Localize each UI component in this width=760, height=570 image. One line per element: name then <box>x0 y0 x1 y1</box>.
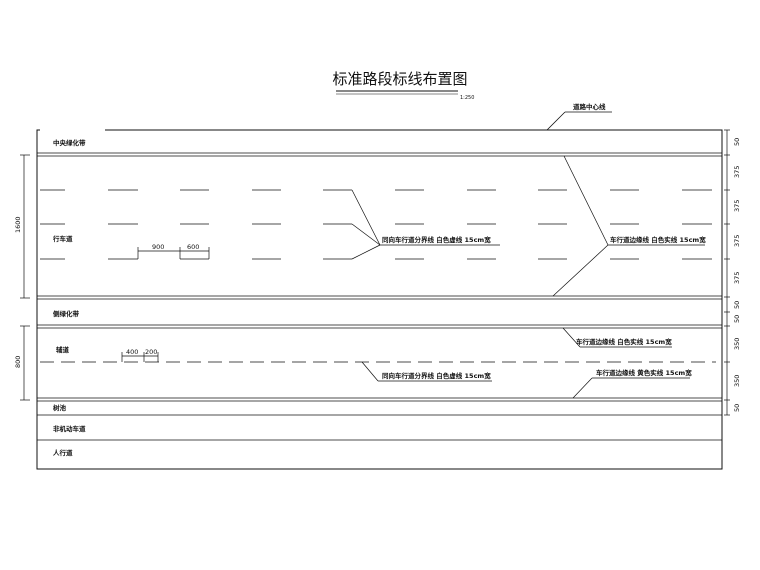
edge-yellow-aux-annotation: 车行道边缘线 黄色实线 15cm宽 <box>596 368 692 377</box>
edge-white-main-annotation: 车行道边缘线 白色实线 15cm宽 <box>610 235 706 244</box>
divider-main-annotation: 同向车行道分界线 白色虚线 15cm宽 <box>382 235 491 244</box>
divider-aux-annotation: 同向车行道分界线 白色虚线 15cm宽 <box>382 371 491 380</box>
drawing-title: 标准路段标线布置图 <box>332 70 467 88</box>
sidewalk-label: 人行道 <box>53 448 73 457</box>
right-dim-4: 375 <box>733 272 741 284</box>
road-section-frame <box>36 129 723 470</box>
divider-main-leaders <box>351 189 500 260</box>
edge-yellow-aux-leaders <box>572 377 690 399</box>
aux-dash-length: 400 <box>126 348 138 356</box>
edge-white-aux-leaders <box>562 327 672 348</box>
divider-aux-leaders <box>361 361 492 382</box>
left-dimension-main-value: 1600 <box>14 216 22 233</box>
main-gap-length: 600 <box>187 243 199 251</box>
edge-white-aux-annotation: 车行道边缘线 白色实线 15cm宽 <box>576 337 672 346</box>
right-dim-3: 375 <box>733 235 741 247</box>
side-green-belt-label: 侧绿化带 <box>53 309 80 318</box>
right-dim-6: 50 <box>733 315 741 323</box>
drawing-scale: 1:250 <box>460 95 474 101</box>
right-dim-1: 375 <box>733 166 741 178</box>
aux-gap-length: 200 <box>145 348 157 356</box>
right-dimension-values: 50 375 375 375 375 50 50 350 350 50 <box>733 138 741 412</box>
left-dimension-aux <box>20 325 30 401</box>
right-dimension-chain <box>724 129 730 416</box>
main-dash-dimension <box>137 247 210 259</box>
right-dim-5: 50 <box>733 301 741 309</box>
right-dim-2: 375 <box>733 200 741 212</box>
left-dimension-main <box>20 154 30 299</box>
edge-main-leaders <box>552 155 705 297</box>
auxiliary-road-label: 辅道 <box>56 345 70 354</box>
aux-dash-dimension <box>121 352 159 362</box>
travel-lane-label: 行车道 <box>52 234 73 243</box>
main-dash-length: 900 <box>152 243 164 251</box>
right-dim-9: 50 <box>733 404 741 412</box>
right-dim-7: 350 <box>733 338 741 350</box>
main-lane-divider-dashes <box>40 189 712 260</box>
road-centerline-label: 道路中心线 <box>573 102 606 111</box>
right-dim-0: 50 <box>733 138 741 146</box>
right-dim-8: 350 <box>733 375 741 387</box>
tree-pool-label: 树池 <box>53 403 67 412</box>
centerline-leader <box>546 111 566 131</box>
left-dimension-aux-value: 800 <box>14 356 22 368</box>
central-green-belt-label: 中央绿化带 <box>53 138 86 147</box>
non-motor-lane-label: 非机动车道 <box>53 424 86 433</box>
